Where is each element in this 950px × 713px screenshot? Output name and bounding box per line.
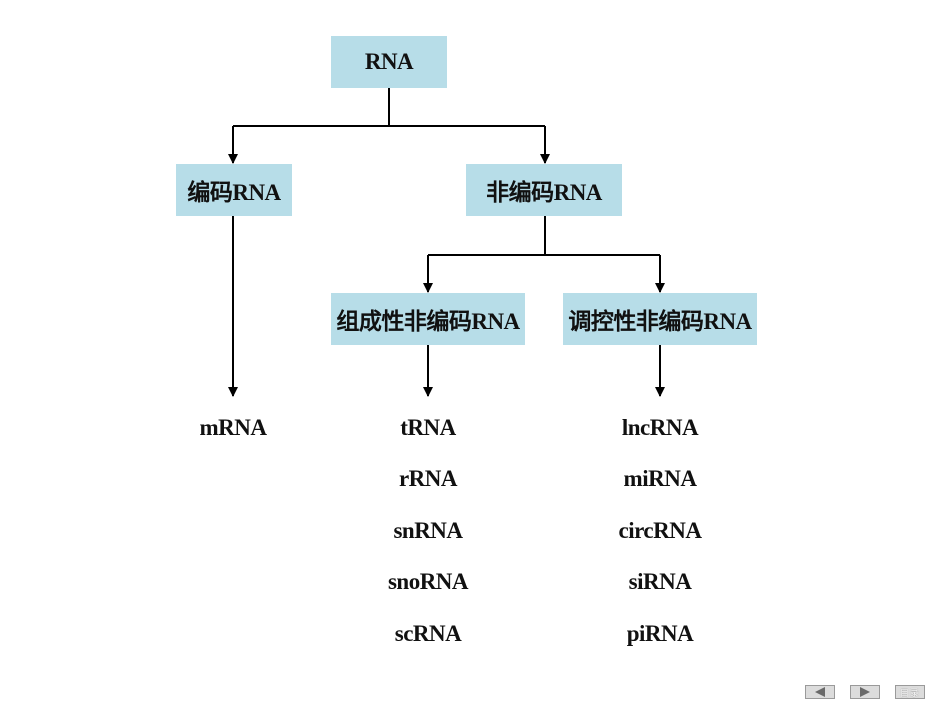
leaf-mrna: mRNA — [199, 415, 268, 440]
contents-button[interactable]: 目录 — [895, 685, 925, 699]
leaf-regulatory-item: siRNA — [628, 569, 692, 594]
contents-label: 目录 — [899, 688, 920, 699]
node-noncoding-rna: 非编码RNA — [466, 164, 622, 216]
leaf-constitutive-item: snRNA — [393, 518, 463, 543]
node-rna-root: RNA — [331, 36, 447, 88]
leaf-regulatory-item: miRNA — [623, 466, 697, 491]
node-constitutive-ncrna: 组成性非编码RNA — [331, 293, 525, 345]
next-slide-button[interactable] — [850, 685, 880, 699]
node-regulatory-ncrna: 调控性非编码RNA — [563, 293, 757, 345]
triangle-left-icon — [815, 687, 825, 697]
leaf-regulatory-item: piRNA — [626, 621, 694, 646]
leaf-constitutive-item: snoRNA — [387, 569, 469, 594]
leaf-constitutive-item: scRNA — [394, 621, 462, 646]
prev-slide-button[interactable] — [805, 685, 835, 699]
leaf-regulatory-item: circRNA — [618, 518, 702, 543]
leaf-constitutive-item: rRNA — [398, 466, 458, 491]
node-coding-rna: 编码RNA — [176, 164, 292, 216]
triangle-right-icon — [860, 687, 870, 697]
leaf-regulatory-item: lncRNA — [621, 415, 699, 440]
leaf-constitutive-item: tRNA — [400, 415, 456, 440]
